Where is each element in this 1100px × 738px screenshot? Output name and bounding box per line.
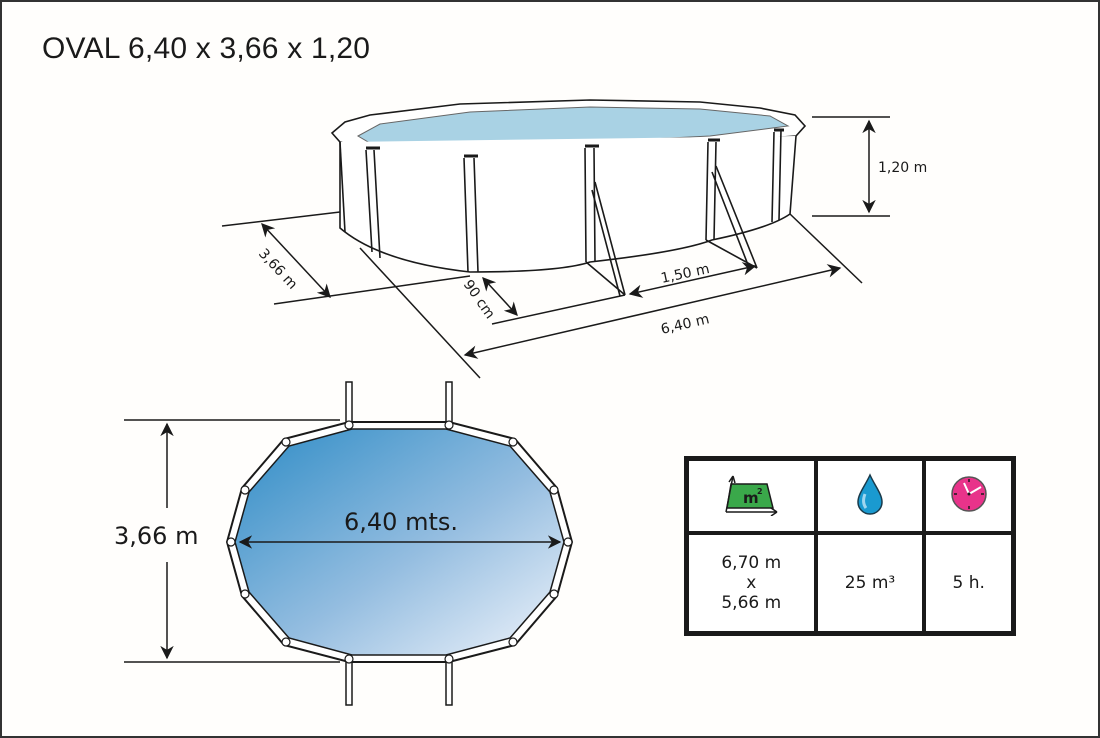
area-line-1: 6,70 m	[721, 553, 782, 573]
height-label: 1,20 m	[878, 160, 927, 176]
volume-cell	[813, 456, 927, 535]
buttress-spacing-label: 1,50 m	[660, 261, 712, 287]
volume-value: 25 m³	[813, 531, 927, 636]
specs-value-row: 6,70 m x 5,66 m 25 m³ 5 h.	[684, 531, 1016, 636]
fill-time-value: 5 h.	[922, 531, 1016, 636]
area-cell: m 2	[684, 456, 818, 535]
water-drop-icon	[857, 472, 883, 515]
buttress-offset-label: 90 cm	[460, 277, 498, 322]
area-value: 6,70 m x 5,66 m	[684, 531, 818, 636]
length-label: 6,40 m	[659, 311, 711, 338]
perspective-dimensions	[221, 116, 890, 379]
area-line-3: 5,66 m	[721, 593, 782, 613]
top-view-labels: 6,40 mts. 3,66 m	[114, 508, 458, 550]
specs-icon-row: m 2	[684, 456, 1016, 535]
area-line-2: x	[746, 573, 757, 593]
area-icon: m 2	[725, 475, 778, 517]
svg-text:m: m	[743, 489, 759, 507]
svg-text:2: 2	[757, 487, 763, 496]
time-cell	[922, 456, 1016, 535]
top-view-pool	[225, 381, 574, 706]
top-view-dimensions	[124, 419, 562, 663]
perspective-pool	[330, 99, 807, 297]
width-label: 3,66 m	[255, 246, 300, 293]
clock-icon	[950, 475, 987, 512]
specs-table: m 2	[684, 456, 1016, 636]
top-length-label: 6,40 mts.	[344, 508, 458, 536]
top-width-label: 3,66 m	[114, 522, 198, 550]
page-title: OVAL 6,40 x 3,66 x 1,20	[42, 32, 371, 65]
